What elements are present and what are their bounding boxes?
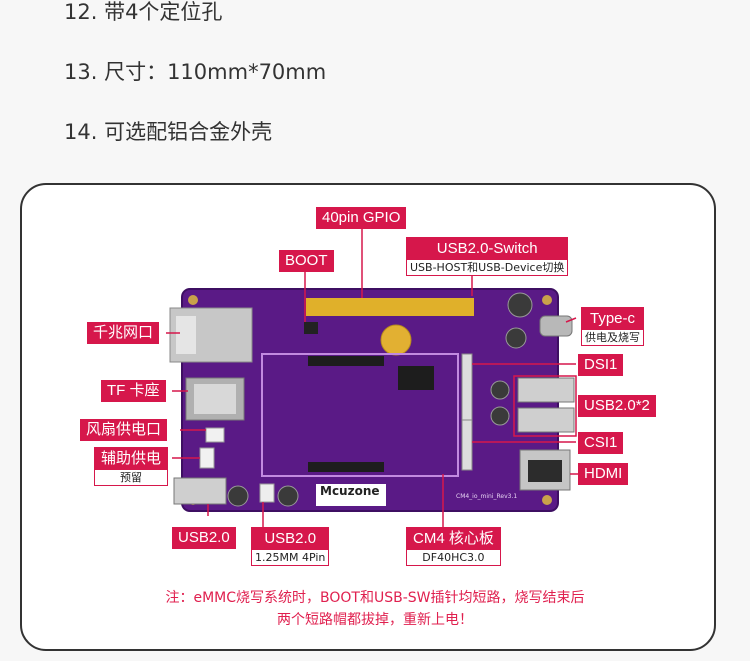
- label-usb20-mid-title: USB2.0: [252, 528, 329, 550]
- label-typec-sub: 供电及烧写: [585, 331, 640, 344]
- label-usb-switch-title: USB2.0-Switch: [407, 238, 568, 260]
- pointer-lines: [166, 228, 578, 527]
- mount-hole-icon: [542, 295, 552, 305]
- label-gpio: 40pin GPIO: [316, 207, 407, 229]
- label-usb2x2: USB2.0*2: [578, 395, 656, 417]
- label-usb-switch-sub: USB-HOST和USB-Device切换: [410, 261, 565, 274]
- label-aux-power-title: 辅助供电: [95, 448, 168, 470]
- board-model: CM4_io_mini_Rev3.1: [456, 493, 518, 500]
- label-cm4-sub: DF40HC3.0: [422, 551, 485, 564]
- label-cm4: CM4 核心板 DF40HC3.0: [406, 527, 501, 566]
- label-usb20-mid-sub: 1.25MM 4Pin: [255, 551, 326, 564]
- label-typec-title: Type-c: [582, 308, 643, 330]
- label-dsi: DSI1: [578, 354, 624, 376]
- board-diagram-card: [20, 183, 716, 651]
- usb-port-icon: [517, 377, 575, 403]
- mount-hole-icon: [542, 495, 552, 505]
- label-ethernet: 千兆网口: [87, 322, 160, 344]
- label-usb20-left: USB2.0: [172, 527, 236, 549]
- label-aux-power: 辅助供电 预留: [94, 447, 169, 486]
- label-hdmi: HDMI: [578, 463, 629, 485]
- board-brand: Mcuzone: [320, 484, 380, 498]
- spec-item-12: 12. 带4个定位孔: [64, 0, 223, 24]
- aux-power-header-icon: [199, 447, 215, 469]
- mount-hole-icon: [188, 295, 198, 305]
- label-boot: BOOT: [279, 250, 334, 272]
- cm4-socket-outline: [261, 353, 459, 477]
- csi-connector-icon: [461, 419, 473, 471]
- label-usb20-mid: USB2.0 1.25MM 4Pin: [251, 527, 330, 566]
- spec-item-13: 13. 尺寸：110mm*70mm: [64, 60, 327, 84]
- label-usb-switch: USB2.0-Switch USB-HOST和USB-Device切换: [406, 237, 569, 276]
- usb-port-icon: [517, 407, 575, 433]
- spec-item-14: 14. 可选配铝合金外壳: [64, 120, 273, 144]
- note-line-1: 注：eMMC烧写系统时，BOOT和USB-SW插针均短路，烧写结束后: [165, 590, 585, 606]
- jst-connector-icon: [259, 483, 275, 503]
- boot-jumper-icon: [304, 322, 318, 334]
- note-line-2: 两个短路帽都拔掉，重新上电！: [277, 612, 473, 628]
- label-tf: TF 卡座: [101, 380, 166, 402]
- label-fan: 风扇供电口: [80, 419, 168, 441]
- label-cm4-title: CM4 核心板: [407, 528, 500, 550]
- board-tagline: Power up the MCU: [322, 499, 378, 506]
- label-csi: CSI1: [578, 432, 624, 454]
- label-aux-power-sub: 预留: [120, 471, 142, 484]
- typec-port-icon: [539, 315, 573, 337]
- fan-header-icon: [205, 427, 225, 443]
- battery-icon: [380, 324, 412, 356]
- gpio-header-icon: [306, 298, 474, 316]
- usb-port-icon: [173, 477, 227, 505]
- label-typec: Type-c 供电及烧写: [581, 307, 644, 346]
